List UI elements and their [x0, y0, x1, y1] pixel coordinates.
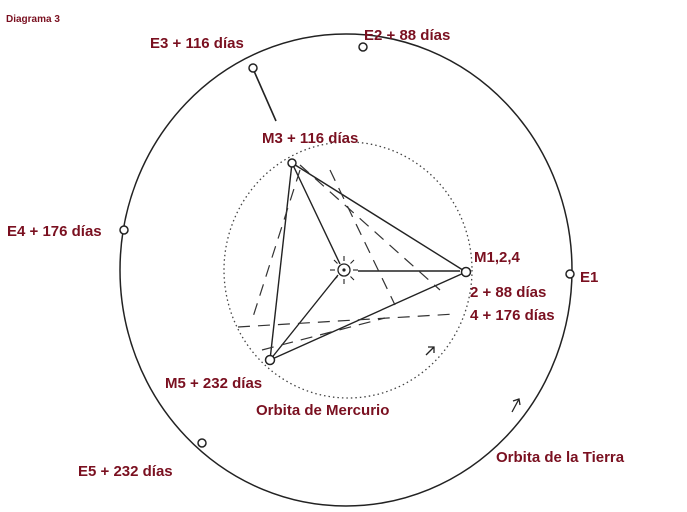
mercury-orbit-circle — [223, 141, 473, 399]
line-m1-m5 — [269, 271, 467, 361]
sun-icon — [330, 256, 358, 284]
earth-direction-arrow-icon — [511, 398, 521, 413]
dashed-line-left — [251, 169, 301, 321]
label-mercury-orbit: Orbita de Mercurio — [256, 402, 389, 419]
line-m5-sun — [269, 274, 339, 361]
line-m3-sun — [291, 162, 341, 265]
label-e3: E3 + 116 días — [150, 35, 244, 52]
label-m124: M1,2,4 — [474, 249, 521, 266]
dashed-line-m3-down — [329, 169, 396, 306]
label-e1: E1 — [580, 269, 598, 286]
label-m124-line3: 4 + 176 días — [470, 307, 555, 324]
dashed-line-m3-right — [299, 164, 441, 291]
arrow-icon — [425, 346, 435, 356]
line-m3-m1 — [291, 162, 467, 273]
e2-marker-icon — [358, 42, 368, 52]
mercury-triangle — [269, 162, 467, 361]
diagram-title: Diagrama 3 — [6, 14, 60, 25]
m124-marker-icon — [460, 266, 472, 278]
e4-marker-icon — [119, 225, 129, 235]
label-m124-line2: 2 + 88 días — [470, 284, 546, 301]
dashed-line-horizontal — [237, 313, 456, 328]
line-e3-m3 — [253, 70, 277, 122]
label-e5: E5 + 232 días — [78, 463, 173, 480]
label-earth-orbit: Orbita de la Tierra — [496, 449, 625, 466]
label-e4: E4 + 176 días — [7, 223, 102, 240]
m5-marker-icon — [264, 354, 276, 366]
label-m5: M5 + 232 días — [165, 375, 262, 392]
label-e2: E2 + 88 días — [364, 27, 450, 44]
dashed-line-lower — [261, 317, 386, 351]
m3-marker-icon — [287, 158, 297, 168]
e1-marker-icon — [565, 269, 575, 279]
e5-marker-icon — [197, 438, 207, 448]
e3-marker-icon — [248, 63, 258, 73]
dashed-construction-lines — [237, 164, 456, 351]
line-m5-m3 — [269, 162, 293, 361]
label-m3: M3 + 116 días — [262, 130, 358, 147]
